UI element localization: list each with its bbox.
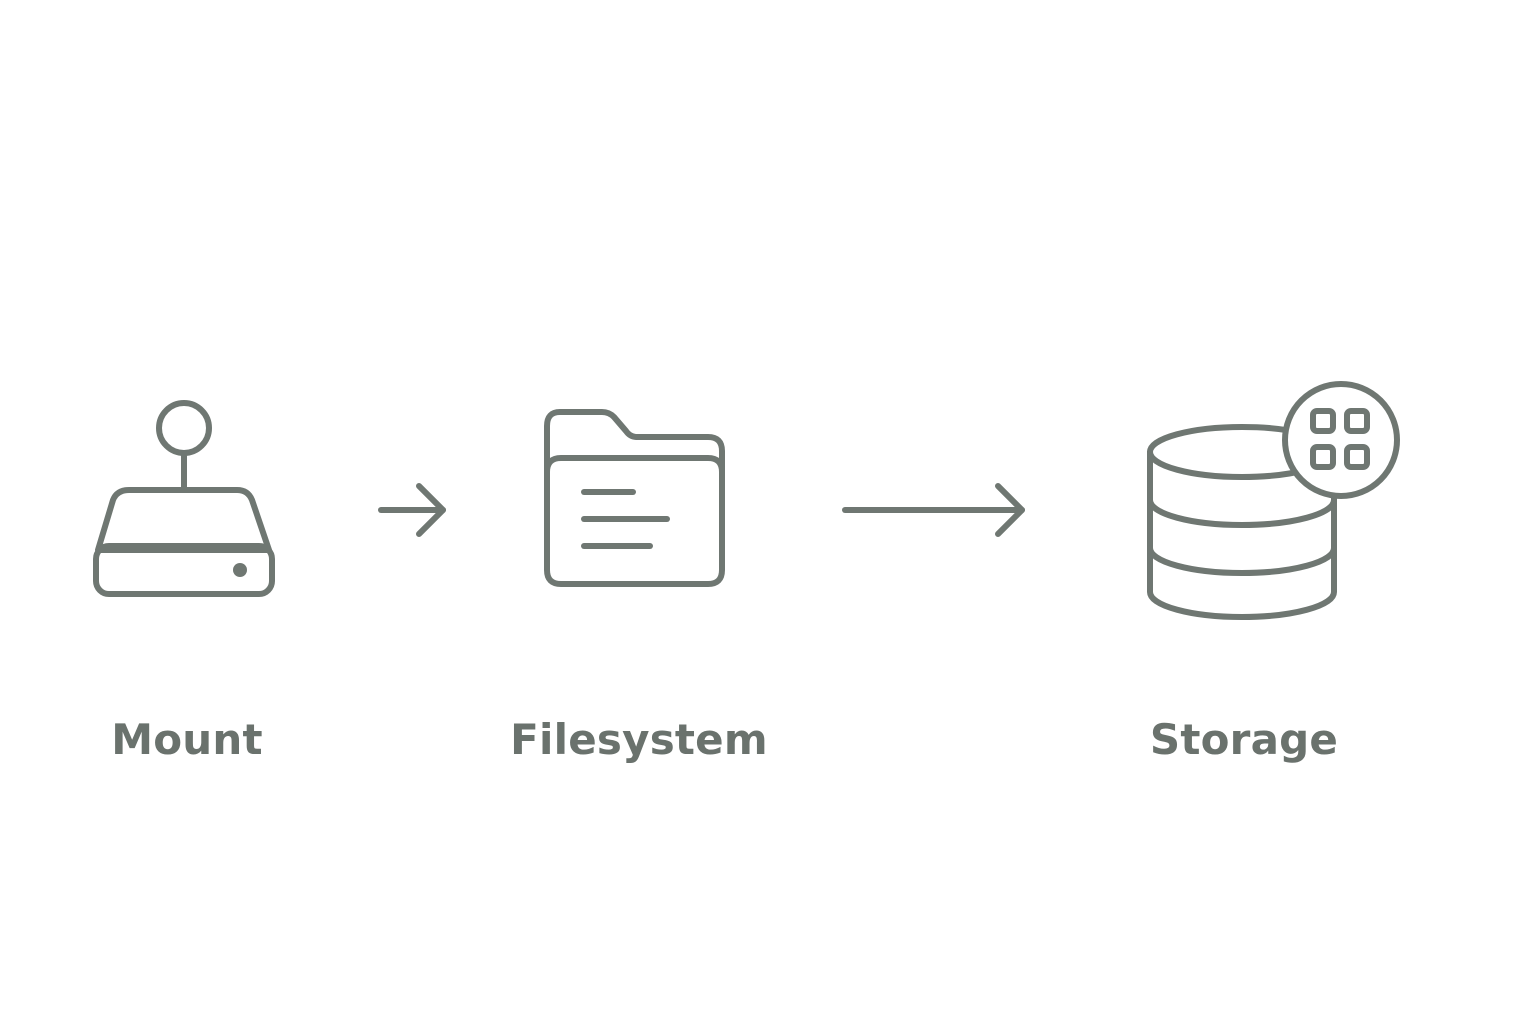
folder-document-icon (544, 409, 725, 587)
mount-label: Mount (111, 715, 263, 764)
drive-mount-icon (93, 400, 275, 597)
filesystem-label: Filesystem (510, 715, 768, 764)
storage-label: Storage (1149, 715, 1339, 764)
arrow-right-icon (378, 483, 446, 537)
arrow-right-icon (842, 483, 1025, 537)
database-apps-icon (1147, 381, 1400, 620)
